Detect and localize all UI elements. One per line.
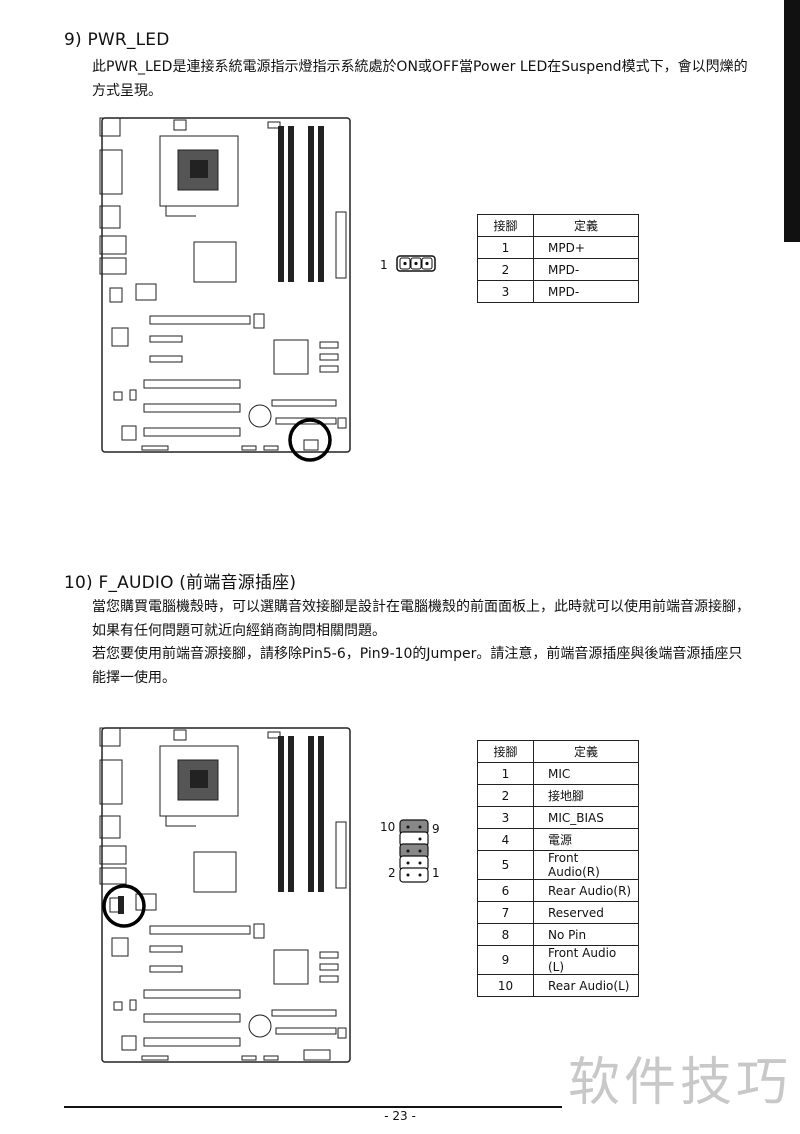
section-10-heading: 10) F_AUDIO (前端音源插座) — [64, 573, 297, 593]
pin-definition-cell: Reserved — [533, 901, 639, 924]
pin-definition-cell: MPD- — [533, 280, 639, 303]
pin-number-cell: 3 — [477, 280, 534, 303]
table-header-pin: 接腳 — [477, 740, 534, 763]
pin-definition-cell: 電源 — [533, 828, 639, 851]
f-audio-pin2-label: 2 — [388, 866, 396, 880]
pin-number-cell: 5 — [477, 850, 534, 880]
pin-number-cell: 1 — [477, 762, 534, 785]
motherboard-diagram-pwr-led — [96, 116, 356, 462]
page-number: - 23 - — [384, 1109, 416, 1123]
chapter-side-tab — [784, 0, 800, 242]
pin-number-cell: 2 — [477, 784, 534, 807]
f-audio-pin9-label: 9 — [432, 822, 440, 836]
section-9-description: 此PWR_LED是連接系統電源指示燈指示系統處於ON或OFF當Power LED… — [92, 56, 752, 103]
f-audio-pin1-label: 1 — [432, 866, 440, 880]
pin-definition-cell: MPD- — [533, 258, 639, 281]
pin-definition-cell: MIC — [533, 762, 639, 785]
table-header-definition: 定義 — [533, 740, 639, 763]
pin-number-cell: 9 — [477, 945, 534, 975]
pin-number-cell: 7 — [477, 901, 534, 924]
pwr-led-pin1-label: 1 — [380, 258, 388, 272]
motherboard-diagram-f-audio — [96, 726, 356, 1072]
section-9-heading: 9) PWR_LED — [64, 30, 170, 50]
pin-definition-cell: Front Audio(R) — [533, 850, 639, 880]
pin-definition-cell: Rear Audio(L) — [533, 974, 639, 997]
f-audio-pin10-label: 10 — [380, 820, 396, 834]
pwr-led-connector-icon — [396, 254, 436, 278]
pin-definition-cell: MIC_BIAS — [533, 806, 639, 829]
pin-definition-cell: MPD+ — [533, 236, 639, 259]
pin-definition-cell: 接地腳 — [533, 784, 639, 807]
pin-number-cell: 8 — [477, 923, 534, 946]
pin-number-cell: 4 — [477, 828, 534, 851]
pin-definition-cell: Front Audio (L) — [533, 945, 639, 975]
table-header-pin: 接腳 — [477, 214, 534, 237]
f-audio-connector-icon — [398, 818, 430, 890]
pin-definition-cell: Rear Audio(R) — [533, 879, 639, 902]
watermark-text: 软件技巧 — [567, 1053, 792, 1113]
pin-number-cell: 10 — [477, 974, 534, 997]
table-header-definition: 定義 — [533, 214, 639, 237]
section-10-description: 當您購買電腦機殼時，可以選購音效接腳是設計在電腦機殼的前面面板上，此時就可以使用… — [92, 596, 752, 690]
pin-number-cell: 3 — [477, 806, 534, 829]
footer-divider — [64, 1106, 562, 1108]
section-9-description-text: 此PWR_LED是連接系統電源指示燈指示系統處於ON或OFF當Power LED… — [92, 59, 748, 99]
pin-definition-cell: No Pin — [533, 923, 639, 946]
pin-number-cell: 6 — [477, 879, 534, 902]
pin-number-cell: 2 — [477, 258, 534, 281]
section-10-paragraph-2: 若您要使用前端音源接腳，請移除Pin5-6，Pin9-10的Jumper。請注意… — [92, 646, 743, 686]
pin-number-cell: 1 — [477, 236, 534, 259]
section-10-paragraph-1: 當您購買電腦機殼時，可以選購音效接腳是設計在電腦機殼的前面面板上，此時就可以使用… — [92, 599, 750, 639]
